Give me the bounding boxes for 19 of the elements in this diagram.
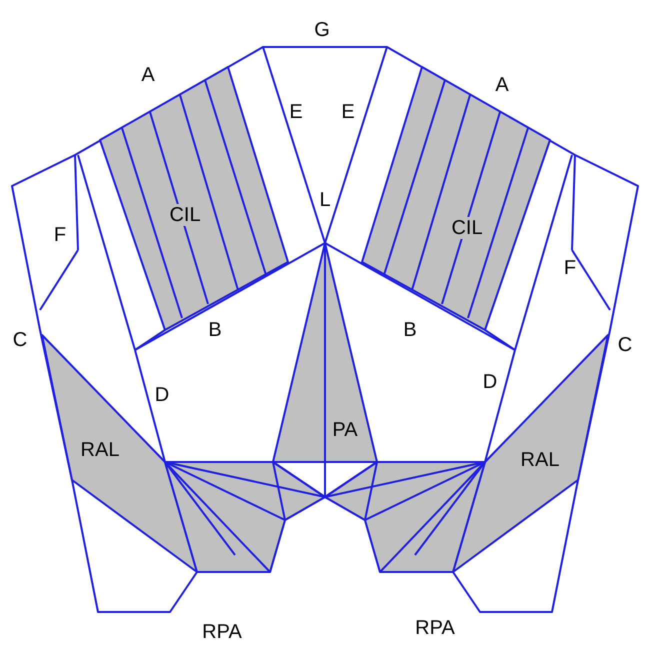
part-label: D [154, 385, 170, 405]
part-label: L [319, 190, 331, 210]
part-label: C [618, 335, 632, 355]
part-label: A [495, 75, 509, 95]
part-label: RAL [80, 440, 120, 460]
part-label: D [482, 372, 498, 392]
part-label: G [314, 20, 330, 40]
part-label: RPA [415, 618, 455, 638]
part-label: RPA [202, 622, 242, 642]
part-label: A [141, 65, 155, 85]
part-label: F [564, 258, 576, 278]
part-label: E [341, 102, 355, 122]
part-label: PA [332, 420, 358, 440]
part-label: RAL [520, 450, 560, 470]
part-label: F [54, 225, 66, 245]
part-label: E [289, 102, 303, 122]
part-label: C [12, 330, 28, 350]
part-label: B [403, 320, 417, 340]
part-label: B [208, 320, 222, 340]
